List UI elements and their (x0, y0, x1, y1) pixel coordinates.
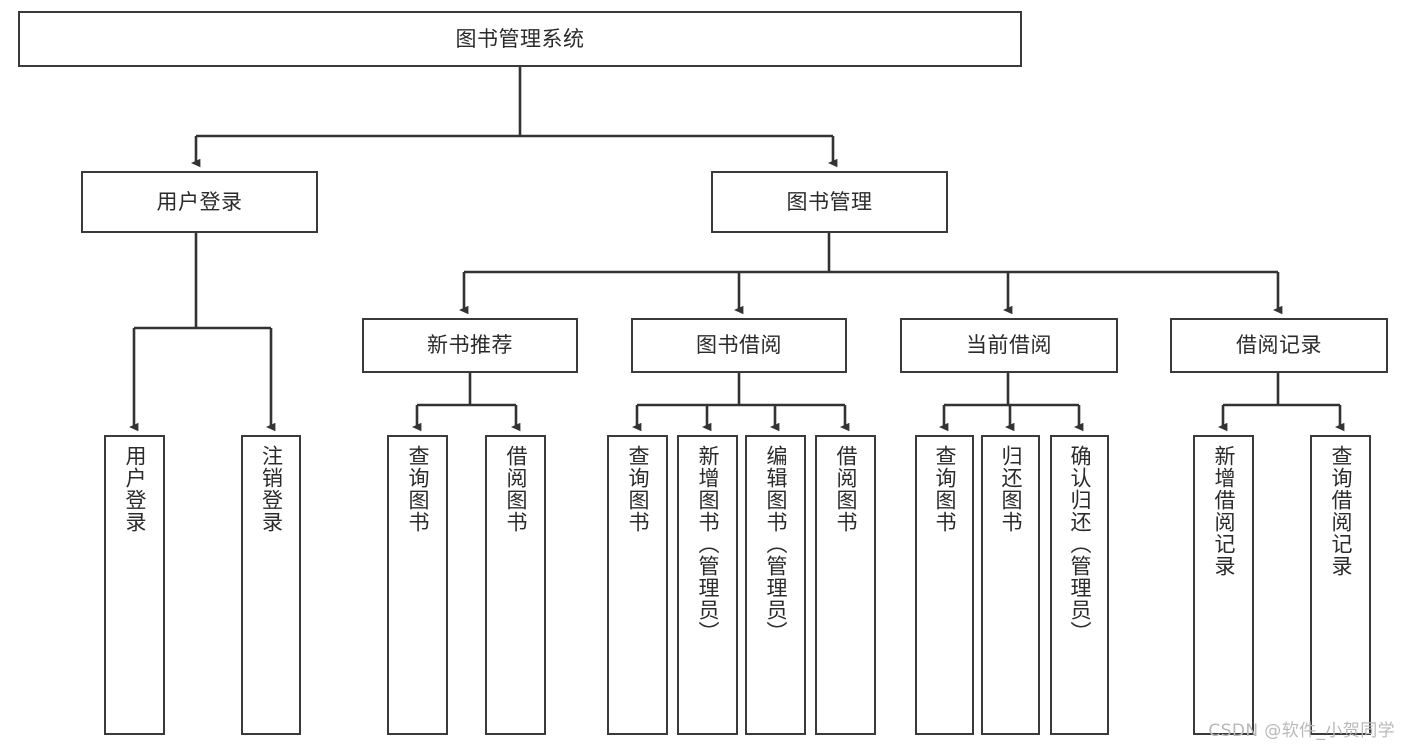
node-leaf-add-record-label: 新增借阅记录 (1212, 445, 1236, 577)
node-current-borrow[interactable]: 当前借阅 (900, 318, 1118, 373)
node-user-login[interactable]: 用户登录 (81, 171, 318, 233)
node-leaf-return-book[interactable]: 归还图书 (981, 435, 1040, 735)
node-leaf-user-login[interactable]: 用户登录 (104, 435, 165, 735)
node-book-manage-label: 图书管理 (786, 189, 873, 214)
node-root[interactable]: 图书管理系统 (18, 11, 1022, 67)
node-leaf-borrow-book-1-label: 借阅图书 (504, 445, 528, 533)
node-leaf-query-book-2-label: 查询图书 (626, 445, 650, 533)
node-current-borrow-label: 当前借阅 (966, 333, 1052, 358)
csdn-watermark: CSDN @软件_小贺同学 (1208, 721, 1395, 741)
node-leaf-borrow-book-2[interactable]: 借阅图书 (815, 435, 876, 735)
node-book-borrow[interactable]: 图书借阅 (631, 318, 847, 373)
node-leaf-query-record[interactable]: 查询借阅记录 (1310, 435, 1371, 735)
node-user-login-label: 用户登录 (156, 189, 243, 214)
node-leaf-edit-book-label: 编辑图书（管理员） (764, 445, 788, 643)
node-book-borrow-label: 图书借阅 (696, 333, 782, 358)
node-borrow-record[interactable]: 借阅记录 (1170, 318, 1388, 373)
node-leaf-query-book-2[interactable]: 查询图书 (607, 435, 668, 735)
node-book-manage[interactable]: 图书管理 (711, 171, 948, 233)
node-leaf-query-book-3-label: 查询图书 (933, 445, 957, 533)
node-leaf-query-book-1-label: 查询图书 (406, 445, 430, 533)
node-new-book-recommend[interactable]: 新书推荐 (362, 318, 578, 373)
node-leaf-query-book-1[interactable]: 查询图书 (387, 435, 448, 735)
node-new-book-recommend-label: 新书推荐 (427, 333, 513, 358)
node-leaf-confirm-return-label: 确认归还（管理员） (1068, 445, 1092, 643)
node-leaf-borrow-book-1[interactable]: 借阅图书 (485, 435, 546, 735)
node-leaf-edit-book[interactable]: 编辑图书（管理员） (745, 435, 806, 735)
node-leaf-add-book[interactable]: 新增图书（管理员） (677, 435, 738, 735)
node-leaf-borrow-book-2-label: 借阅图书 (834, 445, 858, 533)
node-leaf-return-book-label: 归还图书 (999, 445, 1023, 533)
node-leaf-add-record[interactable]: 新增借阅记录 (1193, 435, 1254, 735)
node-leaf-user-logout[interactable]: 注销登录 (241, 435, 301, 735)
node-leaf-query-record-label: 查询借阅记录 (1329, 445, 1353, 577)
node-root-label: 图书管理系统 (455, 26, 585, 51)
node-leaf-user-logout-label: 注销登录 (259, 445, 284, 533)
node-leaf-confirm-return[interactable]: 确认归还（管理员） (1050, 435, 1109, 735)
node-leaf-add-book-label: 新增图书（管理员） (696, 445, 720, 643)
node-borrow-record-label: 借阅记录 (1236, 333, 1322, 358)
node-leaf-query-book-3[interactable]: 查询图书 (915, 435, 974, 735)
node-leaf-user-login-label: 用户登录 (123, 445, 147, 533)
